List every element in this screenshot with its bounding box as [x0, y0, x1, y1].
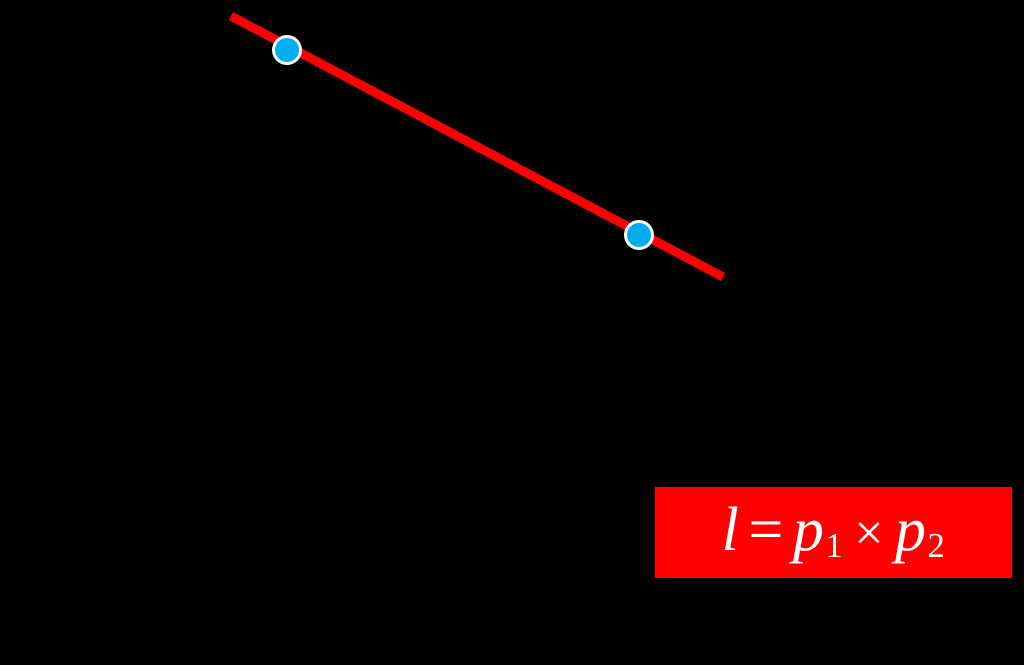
- formula-operand2-base: p: [895, 495, 927, 564]
- formula-equals: =: [748, 495, 784, 564]
- formula-cross-operator: ×: [854, 504, 885, 562]
- formula-operand1-subscript: 1: [825, 526, 844, 566]
- point-p2-dot: [627, 223, 651, 247]
- formula-operand2-subscript: 2: [927, 526, 946, 566]
- formula-operand1-base: p: [792, 495, 825, 564]
- point-marker-p1[interactable]: [272, 35, 302, 65]
- point-p1-dot: [275, 38, 299, 62]
- formula-lhs: l: [721, 495, 740, 564]
- point-marker-p2[interactable]: [624, 220, 654, 250]
